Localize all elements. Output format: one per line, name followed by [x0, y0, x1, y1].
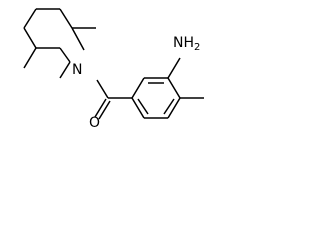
- molecule-structure: N O NH2: [23, 8, 204, 131]
- bond-carbonyl-o-1: [94, 98, 107, 118]
- bond-aryl-c3-c4: [167, 77, 181, 99]
- amine-label-subscript: 2: [194, 42, 200, 53]
- bond-aryl-amine: [167, 57, 181, 79]
- bond-aryl-inner-c6-c1: [137, 98, 149, 115]
- bond-ring-c4-c5: [23, 8, 37, 29]
- oxygen-label: O: [89, 115, 100, 131]
- amine-label: NH2: [173, 35, 200, 53]
- bond-n-carbonyl: [96, 79, 109, 99]
- piperidine-ring: [23, 8, 85, 63]
- amine-label-main: NH: [173, 35, 194, 51]
- bond-methyl-lower-ring: [23, 47, 37, 69]
- benzene-ring: [131, 77, 181, 119]
- bond-aryl-inner-c4-c5: [163, 98, 175, 115]
- bond-ring-c6-c7: [59, 8, 73, 29]
- bond-aryl-c6-c1: [131, 97, 145, 119]
- bond-ring-n-c2: [59, 47, 71, 63]
- bond-ring-c3-c4: [23, 27, 37, 49]
- bond-aryl-c1-c2: [131, 77, 145, 99]
- bond-ring-c7-n: [71, 27, 85, 51]
- bond-aryl-c4-c5: [167, 97, 181, 119]
- nitrogen-label: N: [72, 62, 82, 78]
- bond-ring-lower-link: [59, 61, 71, 79]
- bond-carbonyl-o-2: [98, 100, 111, 120]
